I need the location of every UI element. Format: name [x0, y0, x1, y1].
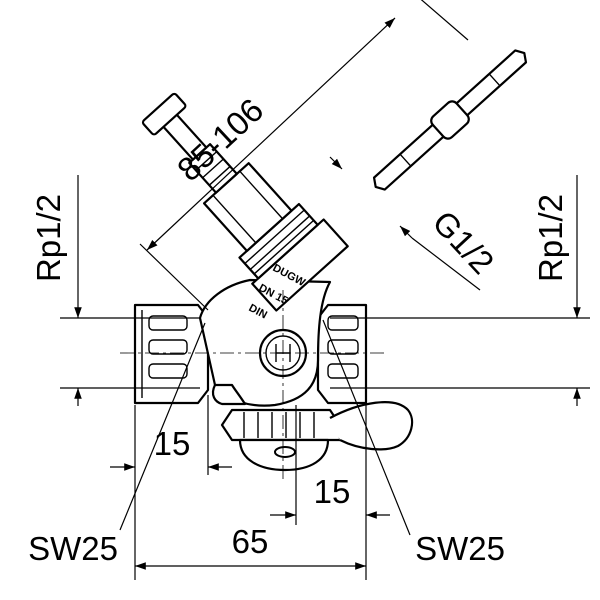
drain-cap	[220, 408, 342, 472]
stem-thread-label: G1/2	[425, 203, 501, 281]
outlet-wrench-size-label: SW25	[415, 530, 505, 567]
dimension-lines	[74, 17, 581, 570]
inlet-thread-label: Rp1/2	[30, 194, 67, 282]
cap-strap	[329, 401, 414, 451]
center-lines	[120, 290, 385, 480]
outlet-socket	[316, 303, 368, 405]
overall-length-label: 65	[232, 523, 269, 560]
handwheel	[372, 49, 528, 191]
inlet-socket	[133, 303, 210, 405]
inlet-thread-length-label: 15	[154, 425, 191, 462]
outlet-thread-length-label: 15	[314, 473, 351, 510]
extension-lines	[60, 0, 590, 580]
inlet-wrench-size-label: SW25	[28, 530, 118, 567]
outlet-thread-label: Rp1/2	[532, 194, 569, 282]
